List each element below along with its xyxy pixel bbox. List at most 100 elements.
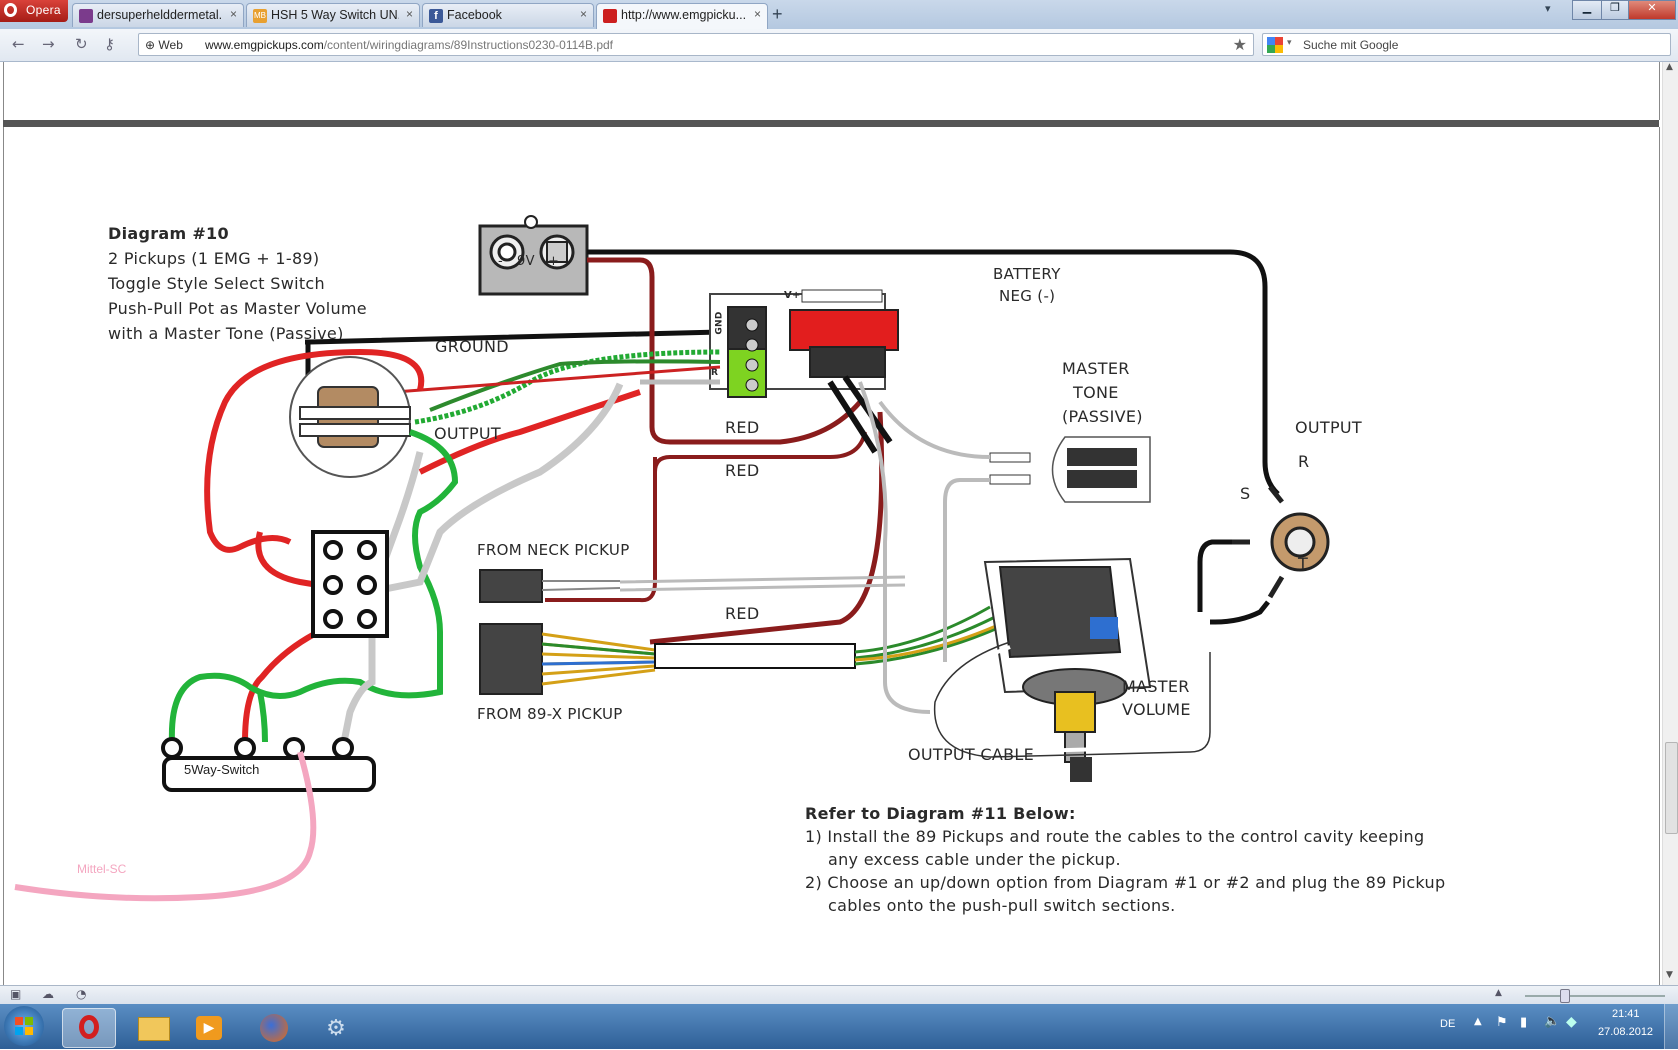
network-icon[interactable]: ▮ xyxy=(1520,1015,1528,1030)
scroll-up-icon[interactable]: ▲ xyxy=(1666,62,1673,72)
taskbar-explorer[interactable] xyxy=(128,1008,180,1046)
flag-icon[interactable]: ⚑ xyxy=(1496,1015,1508,1030)
minimize-button[interactable]: ▁ xyxy=(1572,0,1602,20)
tab-close-icon[interactable]: × xyxy=(229,7,237,21)
clock-date[interactable]: 27.08.2012 xyxy=(1598,1026,1654,1038)
taskbar-media-player[interactable]: ▶ xyxy=(183,1008,235,1046)
zoom-slider[interactable] xyxy=(1525,995,1665,997)
master-tone-label-2: TONE xyxy=(1073,383,1119,402)
speed-dial-icon[interactable]: ◔ xyxy=(76,987,87,1001)
show-desktop-button[interactable] xyxy=(1664,1004,1678,1049)
key-icon[interactable]: ⚷ xyxy=(104,35,115,53)
vertical-scrollbar[interactable]: ▲ ▼ xyxy=(1662,62,1678,985)
tab-close-icon[interactable]: × xyxy=(405,7,413,21)
tab-favicon-icon xyxy=(79,9,93,23)
pink-middle-wire xyxy=(14,751,317,902)
opera-menu-button[interactable]: Opera xyxy=(0,0,68,22)
tab-title: dersuperhelddermetal... xyxy=(97,8,223,22)
clock-time[interactable]: 21:41 xyxy=(1612,1008,1640,1020)
start-button[interactable] xyxy=(4,1006,44,1046)
board-gray-cable xyxy=(858,381,931,714)
forward-icon[interactable]: → xyxy=(42,35,55,53)
address-field[interactable]: ⊕ Web www.emgpickups.com/content/wiringd… xyxy=(138,33,1254,56)
output-left-label: OUTPUT xyxy=(434,424,502,443)
url-domain: www.emgpickups.com xyxy=(205,38,324,52)
tab-title: HSH 5 Way Switch UN... xyxy=(271,8,399,22)
scrollbar-thumb[interactable] xyxy=(1665,742,1678,834)
panel-toggle-icon[interactable]: ▣ xyxy=(10,987,22,1001)
taskbar-opera[interactable] xyxy=(62,1008,116,1048)
taskbar-firefox[interactable] xyxy=(248,1008,300,1046)
tray-expand-icon[interactable]: ▲ xyxy=(1474,1016,1482,1027)
pdf-viewer: Diagram #10 2 Pickups (1 EMG + 1-89) Tog… xyxy=(0,62,1662,985)
neck-pickup-connector xyxy=(479,569,543,603)
tab-facebook[interactable]: f Facebook × xyxy=(422,3,594,27)
new-tab-button[interactable]: + xyxy=(772,4,783,24)
web-badge: ⊕ Web xyxy=(145,38,183,52)
tab-title: Facebook xyxy=(447,8,502,22)
89x-colored-wires xyxy=(541,632,656,686)
address-toolbar: ← → ↻ ⚷ ⊕ Web www.emgpickups.com/content… xyxy=(0,29,1678,62)
master-volume-pot xyxy=(983,557,1152,782)
diagram-desc-line: Toggle Style Select Switch xyxy=(108,274,325,293)
instruction-item: 2) Choose an up/down option from Diagram… xyxy=(805,873,1445,892)
tab-title: http://www.emgpicku... xyxy=(621,8,747,22)
zoom-arrow-icon[interactable]: ▲ xyxy=(1495,988,1502,998)
status-bar: ▣ ☁ ◔ ▲ xyxy=(0,985,1678,1005)
volume-icon[interactable]: 🔈 xyxy=(1544,1014,1561,1029)
89x-cable-sleeve xyxy=(654,643,856,669)
tab-close-icon[interactable]: × xyxy=(579,7,587,21)
url-path: /content/wiringdiagrams/89Instructions02… xyxy=(323,38,614,52)
emg-favicon-icon xyxy=(603,9,617,23)
google-icon xyxy=(1267,37,1283,53)
reload-icon[interactable]: ↻ xyxy=(75,35,88,53)
zoom-slider-handle[interactable] xyxy=(1560,989,1570,1003)
gray-handdrawn-wire-3 xyxy=(340,622,376,743)
unite-icon[interactable]: ☁ xyxy=(42,987,54,1001)
tab-bar: Opera dersuperhelddermetal... × MB HSH 5… xyxy=(0,0,1678,30)
tab-dersuperheld[interactable]: dersuperhelddermetal... × xyxy=(72,3,244,27)
output-jack-left xyxy=(289,356,411,478)
scroll-down-icon[interactable]: ▼ xyxy=(1666,970,1673,980)
language-indicator[interactable]: DE xyxy=(1440,1018,1456,1030)
web-label: Web xyxy=(158,38,183,52)
restore-button[interactable]: ❐ xyxy=(1601,0,1629,20)
from-89x-pickup-label: FROM 89-X PICKUP xyxy=(477,705,623,723)
dropbox-icon[interactable]: ◆ xyxy=(1566,1014,1577,1030)
neck-to-pot-cable xyxy=(619,575,906,592)
tab-close-icon[interactable]: × xyxy=(753,7,761,21)
master-tone-label-1: MASTER xyxy=(1062,359,1130,378)
back-icon[interactable]: ← xyxy=(12,35,25,53)
gray-handdrawn-wire xyxy=(371,451,424,589)
tab-list-chevron-icon[interactable]: ▾ xyxy=(1545,2,1551,15)
page-separator xyxy=(3,120,1659,127)
tab-hsh-5-way-switch[interactable]: MB HSH 5 Way Switch UN... × xyxy=(246,3,420,27)
89x-wires-to-pot xyxy=(854,605,1001,666)
instruction-text: Install the 89 Pickups and route the cab… xyxy=(827,827,1425,846)
tab-emgpickups[interactable]: http://www.emgpicku... × xyxy=(596,3,768,29)
close-window-button[interactable]: ✕ xyxy=(1628,0,1676,20)
windows-logo-icon xyxy=(15,1017,33,1035)
89x-green-wire xyxy=(541,642,656,656)
search-input[interactable]: ▾ Suche mit Google xyxy=(1262,33,1671,56)
bookmark-star-icon[interactable]: ★ xyxy=(1232,37,1247,54)
taskbar-network-app[interactable]: ⚙ xyxy=(310,1008,362,1046)
folder-icon xyxy=(138,1017,170,1041)
red-label: RED xyxy=(725,604,760,623)
tone-wire-2 xyxy=(943,478,990,662)
master-volume-label-2: VOLUME xyxy=(1122,700,1191,719)
facebook-icon: f xyxy=(429,9,443,23)
output-cable-label: OUTPUT CABLE xyxy=(908,745,1035,764)
battery-neg-label-1: BATTERY xyxy=(993,265,1061,283)
89x-pickup-connector xyxy=(479,623,543,695)
search-engine-chevron-icon[interactable]: ▾ xyxy=(1287,37,1292,47)
instruction-text: Choose an up/down option from Diagram #1… xyxy=(827,873,1446,892)
red-handdrawn-wire xyxy=(204,348,425,553)
board-r-label: R xyxy=(711,368,719,378)
windows-taskbar: ▶ ⚙ DE ▲ ⚑ ▮ 🔈 ◆ 21:41 27.08.2012 xyxy=(0,1004,1678,1049)
gray-handdrawn-wire-2 xyxy=(369,382,624,596)
red-label: RED xyxy=(725,461,760,480)
green-handdrawn-wire xyxy=(168,429,459,743)
board-gnd-label: GND xyxy=(714,311,725,335)
red-battery-wire xyxy=(587,257,862,445)
